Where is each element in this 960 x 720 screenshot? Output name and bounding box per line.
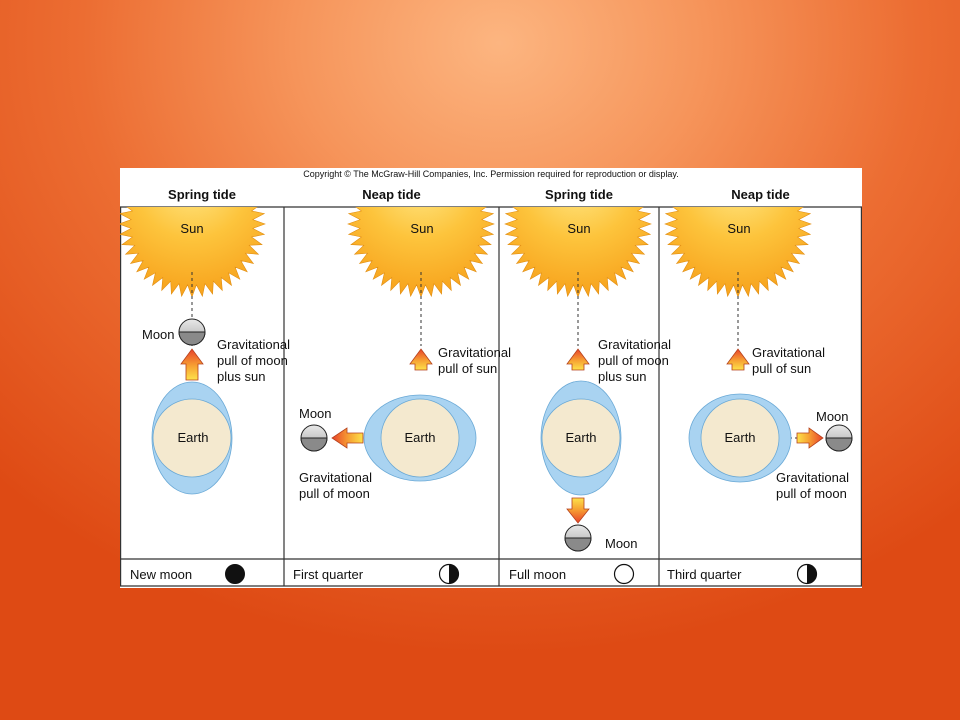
third-quarter-moon-icon xyxy=(796,563,818,585)
phase-label-full-moon: Full moon xyxy=(509,567,567,582)
moon-icon xyxy=(564,524,592,552)
moon-icon xyxy=(178,318,206,346)
gravity-arrow-icon xyxy=(409,348,433,371)
sun-label: Sun xyxy=(727,221,751,236)
gravity-arrow-icon xyxy=(566,348,590,371)
earth-label: Earth xyxy=(724,430,756,445)
first-quarter-moon-icon xyxy=(438,563,460,585)
gravity-arrow-icon xyxy=(566,497,590,524)
moon-icon xyxy=(825,424,853,452)
panel-1-title: Spring tide xyxy=(168,187,236,202)
panel-4-graphics xyxy=(688,348,853,483)
gravitational-pull-sun-label: Gravitational pull of sun xyxy=(752,345,825,376)
gravity-arrow-icon xyxy=(726,348,750,371)
panel-3-graphics xyxy=(540,348,622,552)
copyright-notice: Copyright © The McGraw-Hill Companies, I… xyxy=(303,169,679,179)
panel-2-title: Neap tide xyxy=(362,187,421,202)
panel-2-graphics xyxy=(300,348,477,482)
sun-icon xyxy=(664,207,812,298)
moon-label: Moon xyxy=(299,406,332,421)
sun-label: Sun xyxy=(410,221,434,236)
earth-icon xyxy=(380,398,460,478)
gravitational-pull-moon-label: Gravitational pull of moon xyxy=(299,470,372,501)
earth-icon xyxy=(700,398,780,478)
panel-1-graphics xyxy=(151,318,233,495)
phase-label-new-moon: New moon xyxy=(130,567,193,582)
panel-4-title: Neap tide xyxy=(731,187,790,202)
sun-label: Sun xyxy=(180,221,204,236)
moon-label: Moon xyxy=(605,536,638,551)
gravity-arrow-icon xyxy=(180,348,204,381)
sun-icon xyxy=(504,207,652,298)
panel-3-title: Spring tide xyxy=(545,187,613,202)
full-moon-icon xyxy=(613,563,635,585)
earth-icon xyxy=(541,398,621,478)
earth-icon xyxy=(152,398,232,478)
phase-label-third-quarter: Third quarter xyxy=(667,567,742,582)
moon-label: Moon xyxy=(816,409,849,424)
sun-label: Sun xyxy=(567,221,591,236)
earth-label: Earth xyxy=(565,430,597,445)
moon-icon xyxy=(300,424,328,452)
moon-label: Moon xyxy=(142,327,175,342)
tides-diagram: Copyright © The McGraw-Hill Companies, I… xyxy=(120,168,862,588)
sun-icon xyxy=(120,207,266,298)
earth-label: Earth xyxy=(177,430,209,445)
gravitational-pull-label: Gravitational pull of moon plus sun xyxy=(598,337,671,384)
earth-label: Earth xyxy=(404,430,436,445)
gravity-arrow-icon xyxy=(796,427,824,449)
phase-label-first-quarter: First quarter xyxy=(293,567,364,582)
gravitational-pull-moon-label: Gravitational pull of moon xyxy=(776,470,849,501)
new-moon-icon xyxy=(225,564,245,584)
gravitational-pull-sun-label: Gravitational pull of sun xyxy=(438,345,511,376)
sun-icon xyxy=(347,207,495,298)
gravitational-pull-label: Gravitational pull of moon plus sun xyxy=(217,337,290,384)
gravity-arrow-icon xyxy=(331,427,364,449)
diagram-graphics xyxy=(120,206,862,587)
